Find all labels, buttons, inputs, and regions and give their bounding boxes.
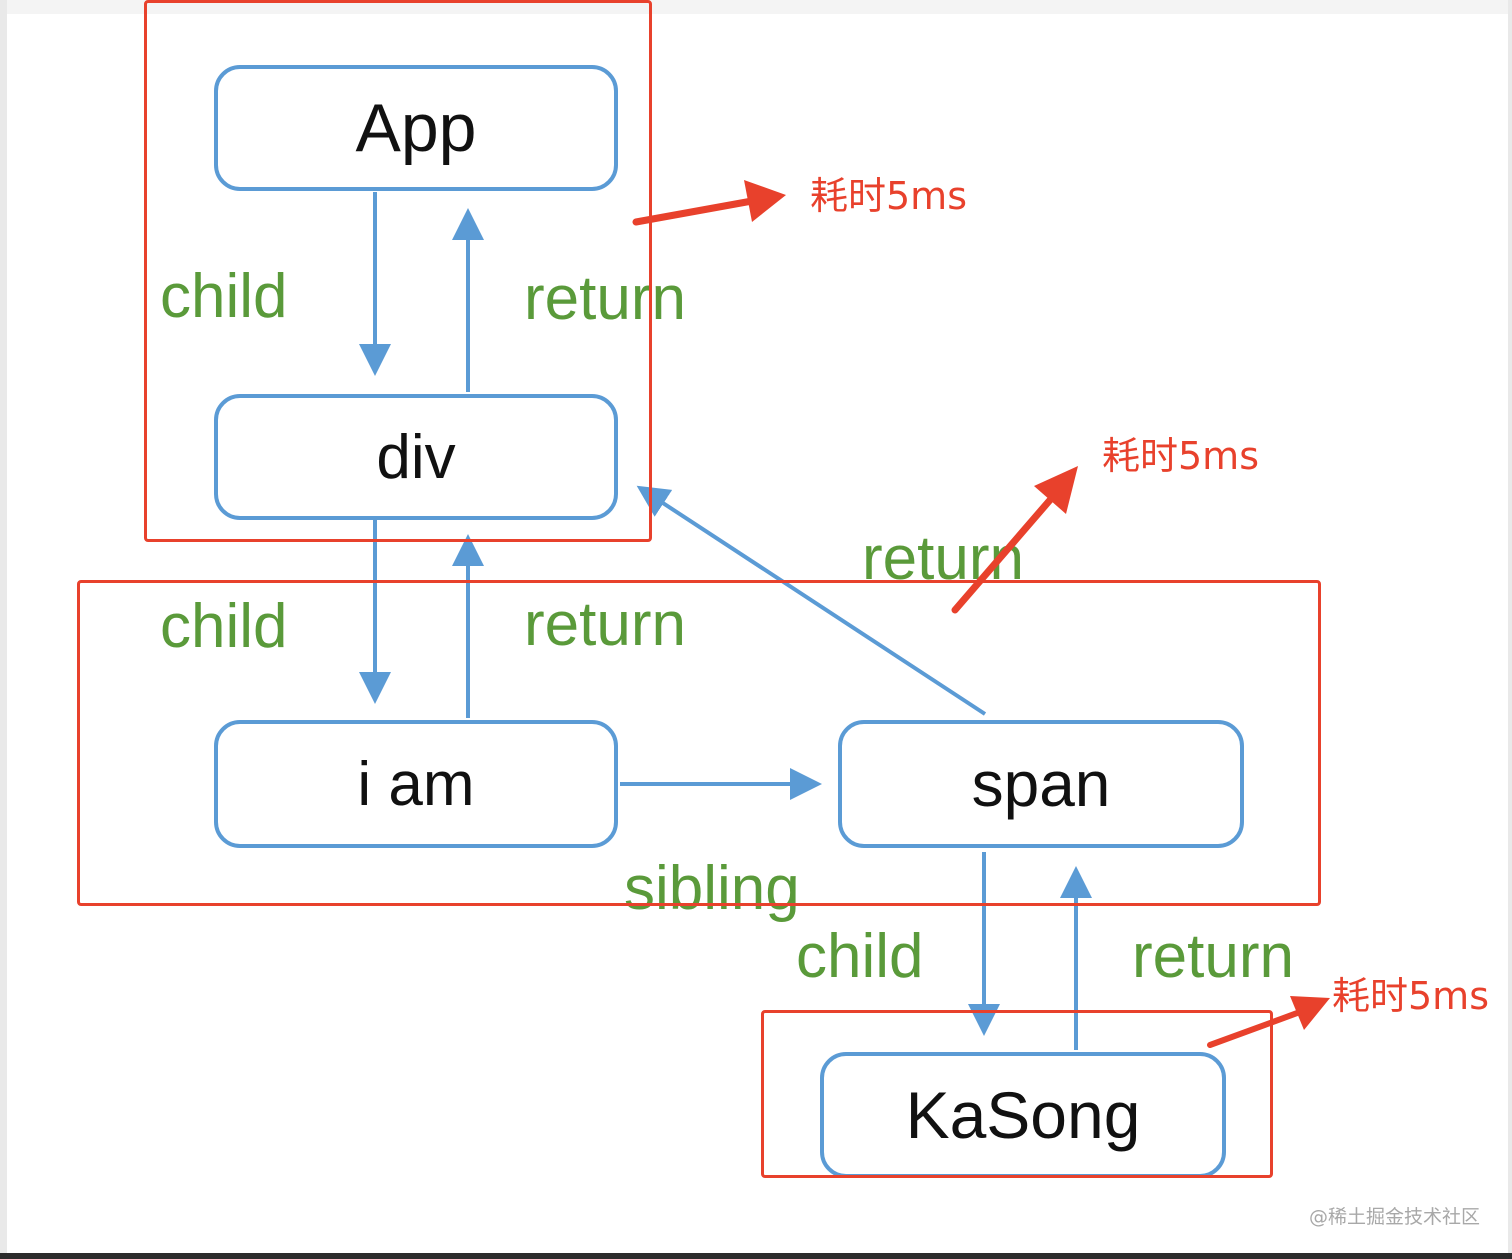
window-bottom-edge [0,1253,1512,1259]
node-span: span [838,720,1244,848]
node-div-label: div [376,422,456,492]
label-child-div-iam: child [160,592,288,661]
highlight-box-iam-span [77,580,1321,906]
node-app-label: App [355,90,477,166]
node-kasong-label: KaSong [905,1078,1141,1152]
window-left-edge [0,0,7,1259]
note-cost-bottom: 耗时5ms [1332,974,1489,1018]
note-cost-top: 耗时5ms [810,174,967,218]
window-top-edge [0,0,1512,14]
note-arrow-middle [951,466,1078,614]
watermark: @稀土掘金技术社区 [1308,1206,1480,1228]
label-return-div-app: return [524,264,686,333]
note-cost-middle: 耗时5ms [1102,434,1259,478]
note-arrow-bottom [1207,996,1330,1048]
note-arrow-top [632,180,786,226]
node-kasong: KaSong [820,1052,1226,1178]
node-i-am-label: i am [357,749,475,819]
highlight-box-app-div [144,0,652,542]
highlight-box-kasong [761,1010,1273,1178]
node-i-am: i am [214,720,618,848]
node-span-label: span [971,748,1111,820]
label-child-span-kasong: child [796,922,924,991]
label-return-kasong-span: return [1132,922,1294,991]
node-app: App [214,65,618,191]
label-sibling: sibling [624,854,800,923]
node-div: div [214,394,618,520]
edge-span-div-return [636,485,987,716]
label-return-iam-div: return [524,590,686,659]
window-right-edge [1508,0,1512,1259]
label-child-app-div: child [160,262,288,331]
